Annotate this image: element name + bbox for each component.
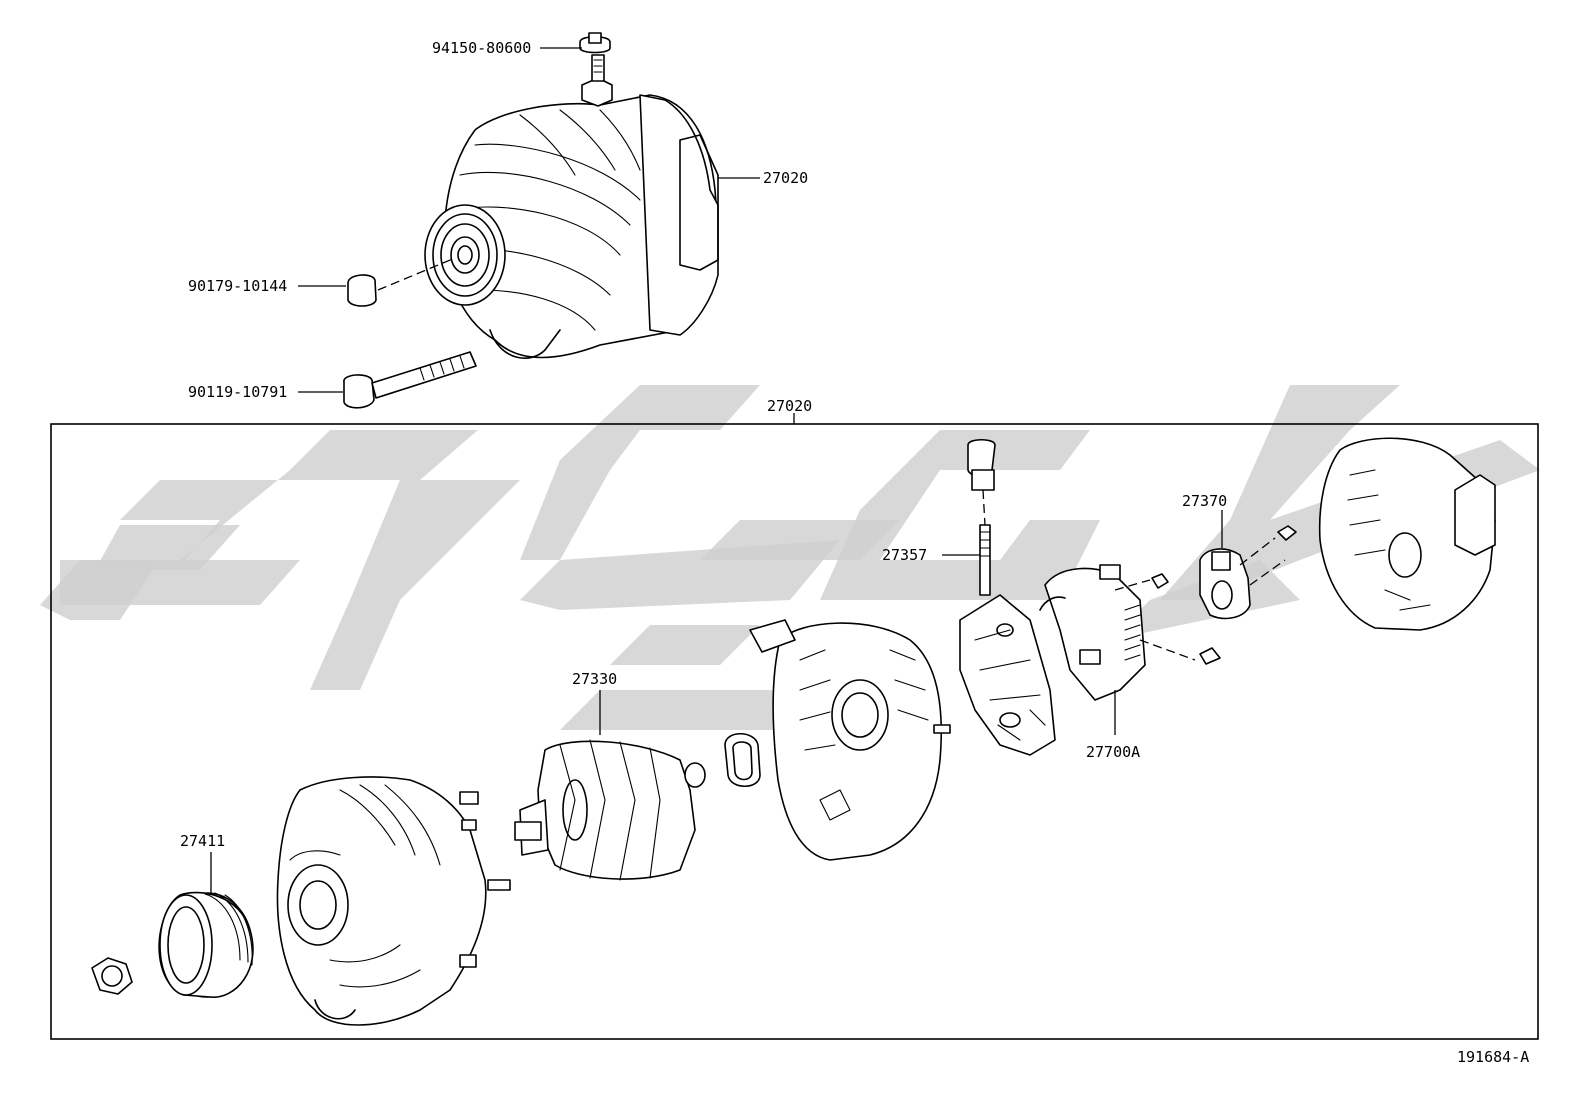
part-number-94150-80600: 94150-80600 (432, 39, 531, 57)
rotor-drawing (514, 739, 706, 881)
rotor-bearing-ring-drawing (724, 732, 761, 788)
figure-id: 191684-A (1457, 1048, 1529, 1066)
regulator-drawing (1039, 564, 1146, 701)
brush-holder-drawing (1199, 548, 1251, 620)
part-number-90119-10791: 90119-10791 (188, 383, 287, 401)
alternator-assembly-drawing (343, 32, 719, 409)
part-number-27411: 27411 (180, 832, 225, 850)
brush-holder-screw-drawing (1277, 525, 1297, 541)
terminal-insulator-drawing (967, 438, 996, 596)
pulley-nut-drawing (91, 957, 133, 995)
part-number-27020-top: 27020 (763, 169, 808, 187)
part-number-27330: 27330 (572, 670, 617, 688)
rectifier-holder-drawing (959, 594, 1056, 756)
part-number-27020-box: 27020 (767, 397, 812, 415)
regulator-screws-drawing (1151, 573, 1221, 665)
part-number-90179-10144: 90179-10144 (188, 277, 287, 295)
part-number-27370: 27370 (1182, 492, 1227, 510)
pulley-drawing (158, 891, 254, 998)
part-number-27700a: 27700A (1086, 743, 1140, 761)
drive-end-frame-drawing (276, 776, 511, 1026)
rectifier-end-frame-drawing (749, 619, 951, 861)
rear-end-cover-drawing (1318, 437, 1496, 631)
part-number-27357: 27357 (882, 546, 927, 564)
